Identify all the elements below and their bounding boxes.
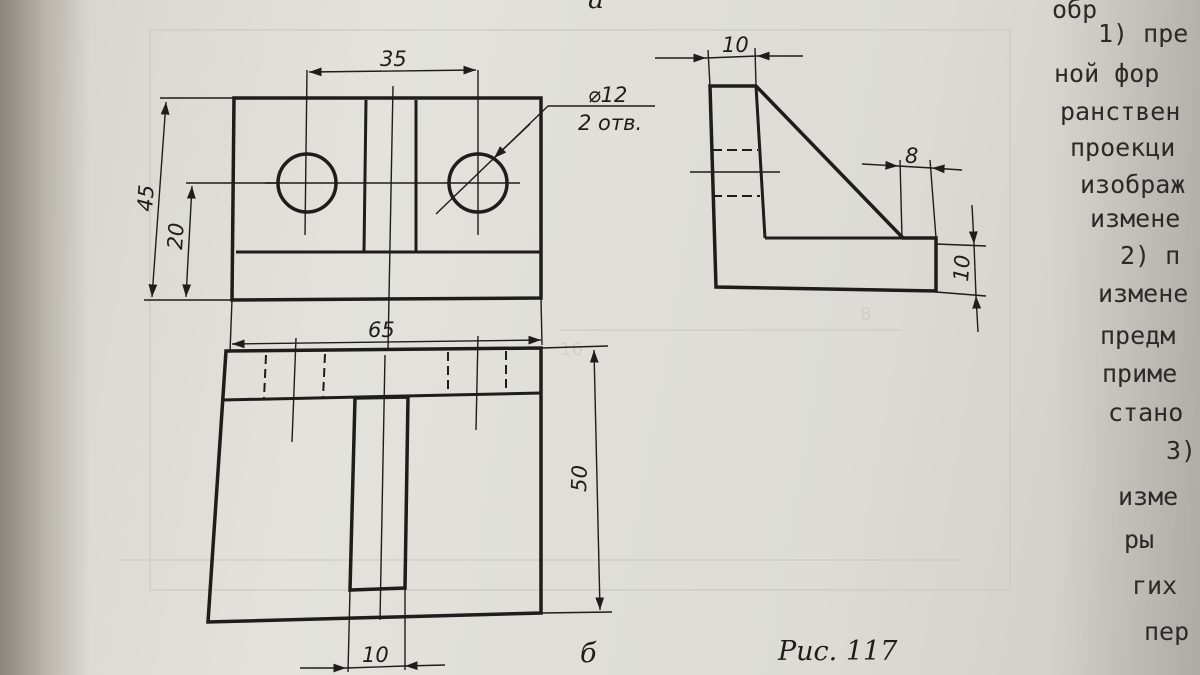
dim-10-slot: 10 [362, 643, 389, 667]
figure-letter-a: а [588, 0, 604, 15]
bleed-through: 16 8 [120, 29, 1011, 591]
dim-10-side-top: 10 [722, 33, 749, 57]
text-line: стано [1108, 398, 1183, 427]
text-line: обр [1052, 0, 1097, 24]
dim-65: 65 [368, 318, 395, 342]
right-column-text: обр 1) пре ной фор ранствен проекци изоб… [1052, 0, 1196, 646]
text-line: ранствен [1060, 97, 1180, 126]
text-line: измене [1098, 279, 1188, 308]
svg-text:8: 8 [860, 304, 871, 325]
text-line: измене [1090, 204, 1180, 233]
dim-8-rib: 8 [905, 144, 918, 168]
text-line: предм [1100, 321, 1175, 350]
hole-count-note: 2 отв. [578, 111, 642, 135]
page-edge-shadow [0, 0, 90, 675]
book-gutter [1050, 0, 1200, 675]
front-view [144, 65, 655, 353]
svg-text:16: 16 [560, 339, 583, 360]
text-line: проекци [1070, 133, 1175, 162]
figure-letter-b: б [580, 638, 597, 669]
text-line: изме [1118, 482, 1178, 511]
text-line: ры [1124, 525, 1154, 554]
dim-50: 50 [567, 465, 592, 493]
dim-20: 20 [163, 222, 189, 250]
text-line: 3) [1166, 436, 1196, 465]
dim-35: 35 [380, 47, 407, 71]
hole-diameter-note: ⌀12 [588, 83, 627, 107]
text-line: ной фор [1054, 59, 1159, 88]
figure-caption: Рис. 117 [777, 636, 898, 667]
text-line: изображ [1080, 170, 1185, 199]
top-view [206, 335, 613, 673]
side-view [655, 47, 987, 333]
text-line: пер [1144, 617, 1189, 646]
text-line: 2) п [1120, 241, 1180, 270]
dim-45: 45 [133, 184, 159, 212]
text-line: 1) пре [1098, 19, 1188, 48]
text-line: гих [1132, 571, 1177, 600]
text-line: приме [1102, 359, 1177, 388]
dim-10-side-base: 10 [949, 254, 975, 282]
